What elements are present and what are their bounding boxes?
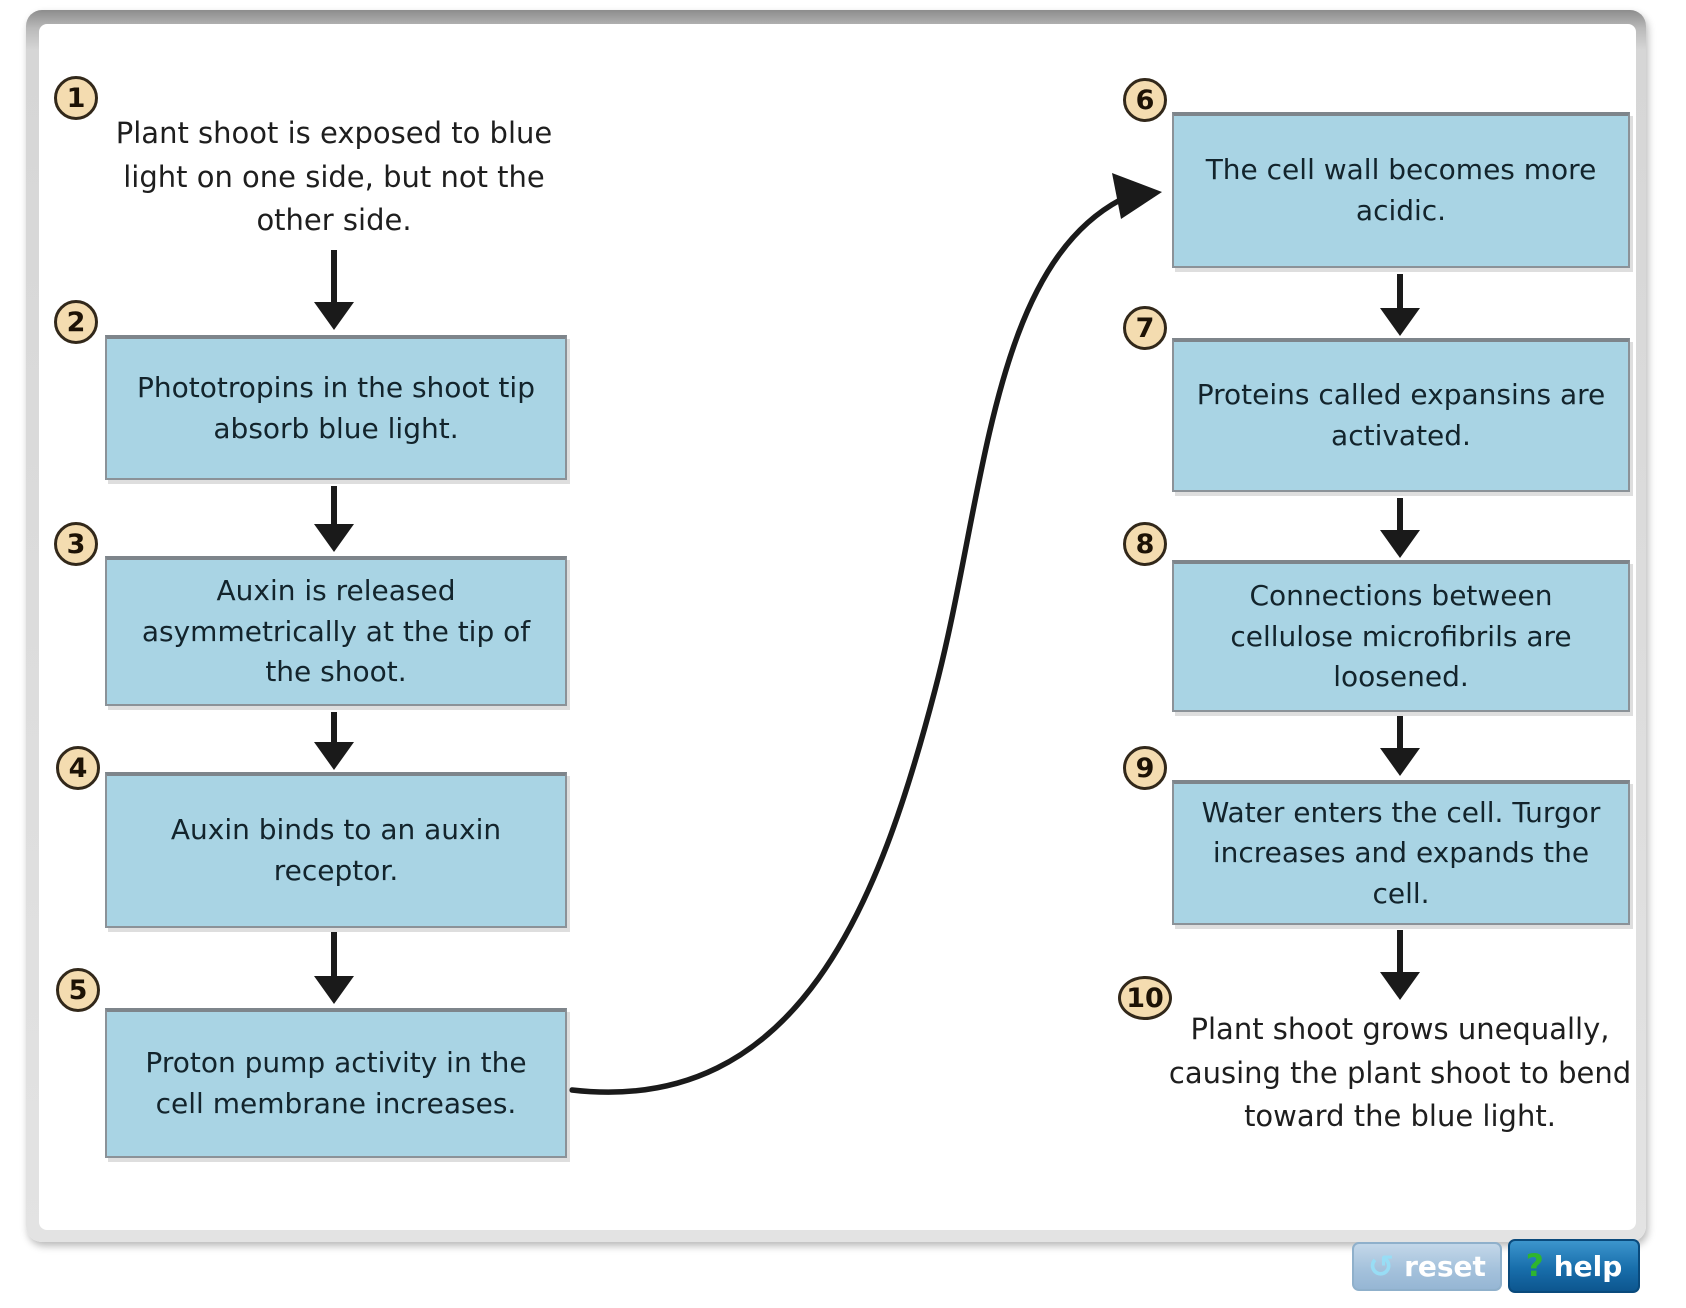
step-2-number: 2 [66,306,86,338]
down-arrow-6-7 [1380,274,1420,336]
step-8-number: 8 [1135,528,1155,560]
help-button[interactable]: ? help [1508,1239,1640,1293]
arrow-shaft [331,932,337,978]
arrow-head [314,302,354,330]
arrow-head [1380,748,1420,776]
step-10-text: Plant shoot grows unequally, causing the… [1168,1012,1632,1133]
step-6-box[interactable]: The cell wall becomes more acidic. [1172,112,1630,268]
arrow-shaft [1397,498,1403,532]
arrow-head [1380,308,1420,336]
arrow-shaft [331,712,337,744]
step-3-number: 3 [66,528,86,560]
step-5-box[interactable]: Proton pump activity in the cell membran… [105,1008,567,1158]
down-arrow-9-10 [1380,930,1420,1000]
arrow-head [314,976,354,1004]
step-6-number: 6 [1135,84,1155,116]
down-arrow-3-4 [314,712,354,770]
arrow-head [1380,972,1420,1000]
step-1-number: 1 [66,82,86,114]
step-10-badge: 10 [1118,976,1172,1020]
step-9-box[interactable]: Water enters the cell. Turgor increases … [1172,780,1630,925]
down-arrow-1-2 [314,250,354,330]
help-icon: ? [1525,1248,1544,1284]
step-6-badge: 6 [1123,78,1167,122]
step-1-text: Plant shoot is exposed to blue light on … [115,116,553,237]
reset-button[interactable]: ↺ reset [1352,1242,1502,1291]
reset-icon: ↺ [1368,1248,1395,1285]
step-4-number: 4 [68,752,88,784]
step-2-badge: 2 [54,300,98,344]
step-7-number: 7 [1135,312,1155,344]
step-2-box[interactable]: Phototropins in the shoot tip absorb blu… [105,335,567,480]
step-5-number: 5 [68,974,88,1006]
step-10-number: 10 [1126,982,1164,1014]
down-arrow-4-5 [314,932,354,1004]
arrow-head [1380,530,1420,558]
arrow-head [314,742,354,770]
down-arrow-7-8 [1380,498,1420,558]
step-5-badge: 5 [56,968,100,1012]
arrow-shaft [331,486,337,526]
step-7-box[interactable]: Proteins called expansins are activated. [1172,338,1630,492]
arrow-shaft [1397,716,1403,750]
step-8-badge: 8 [1123,522,1167,566]
step-9-number: 9 [1135,752,1155,784]
arrow-head [314,524,354,552]
arrow-shaft [1397,274,1403,310]
arrow-shaft [331,250,337,304]
arrow-shaft [1397,930,1403,974]
step-1-badge: 1 [54,76,98,120]
step-9-badge: 9 [1123,746,1167,790]
step-4-badge: 4 [56,746,100,790]
step-3-badge: 3 [54,522,98,566]
step-3-box[interactable]: Auxin is released asymmetrically at the … [105,556,567,706]
step-4-box[interactable]: Auxin binds to an auxin receptor. [105,772,567,928]
down-arrow-8-9 [1380,716,1420,776]
reset-button-label: reset [1404,1250,1486,1283]
step-8-box[interactable]: Connections between cellulose microfibri… [1172,560,1630,712]
help-button-label: help [1553,1249,1623,1283]
down-arrow-2-3 [314,486,354,552]
step-7-badge: 7 [1123,306,1167,350]
